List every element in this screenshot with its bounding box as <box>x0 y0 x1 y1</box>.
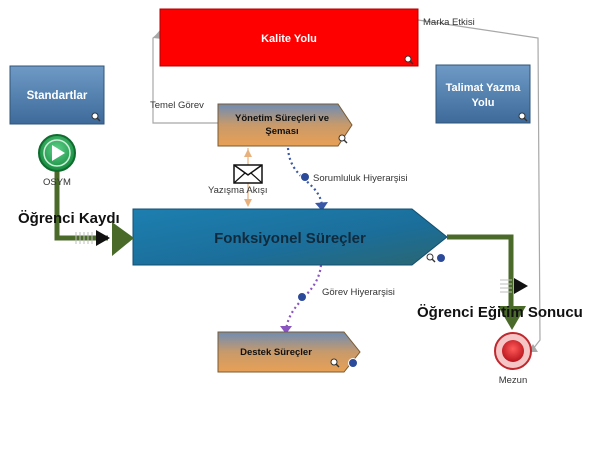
zoom-icon <box>518 112 528 122</box>
start-event-icon <box>52 145 65 161</box>
flow-output-arrow <box>447 234 528 330</box>
zoom-icon <box>91 112 101 122</box>
talimat-label-1: Talimat Yazma <box>446 82 522 94</box>
link-badge-icon <box>300 172 310 182</box>
link-badge-icon <box>436 253 446 263</box>
marka-etkisi-label: Marka Etkisi <box>423 17 475 28</box>
node-destek-surecler[interactable]: Destek Süreçler <box>217 331 361 373</box>
envelope-icon <box>233 164 263 184</box>
end-event-icon <box>502 340 524 362</box>
temel-gorev-label: Temel Görev <box>150 100 204 111</box>
zoom-icon <box>426 253 436 263</box>
zoom-icon <box>330 358 340 368</box>
standartlar-label: Standartlar <box>27 90 88 102</box>
gorev-hiyerarsisi-label: Görev Hiyerarşisi <box>322 287 395 298</box>
zoom-icon <box>404 55 414 65</box>
fonksiyonel-label: Fonksiyonel Süreçler <box>214 230 366 247</box>
ogrenci-egitim-sonucu-label: Öğrenci Eğitim Sonucu <box>417 304 583 321</box>
node-yonetim-surecleri[interactable]: Yönetim Süreçleri ve Şeması <box>217 103 353 147</box>
destek-label: Destek Süreçler <box>240 347 312 358</box>
talimat-label-2: Yolu <box>471 97 494 109</box>
yazisma-akisi-label: Yazışma Akışı <box>208 185 267 196</box>
edge-gorev-hiyerarsisi <box>280 264 323 334</box>
mezun-label: Mezun <box>499 375 528 386</box>
start-event-osym[interactable]: OSYM <box>38 134 76 188</box>
sorumluluk-label: Sorumluluk Hiyerarşisi <box>313 173 408 184</box>
yonetim-label-2: Şeması <box>265 126 298 137</box>
link-badge-icon <box>348 358 358 368</box>
node-standartlar[interactable]: Standartlar <box>9 65 105 125</box>
yonetim-label-1: Yönetim Süreçleri ve <box>235 113 329 124</box>
node-talimat-yazma-yolu[interactable]: Talimat Yazma Yolu <box>435 64 531 124</box>
link-badge-icon <box>297 292 307 302</box>
zoom-icon <box>338 134 348 144</box>
node-kalite-yolu[interactable]: Kalite Yolu <box>159 8 419 67</box>
ogrenci-kaydi-label: Öğrenci Kaydı <box>18 210 120 227</box>
osym-label: OSYM <box>43 177 71 188</box>
end-event-mezun[interactable]: Mezun <box>494 332 532 386</box>
flow-input-arrow <box>54 170 134 256</box>
node-fonksiyonel-surecler[interactable]: Fonksiyonel Süreçler <box>132 208 448 266</box>
kalite-yolu-label: Kalite Yolu <box>261 33 317 45</box>
